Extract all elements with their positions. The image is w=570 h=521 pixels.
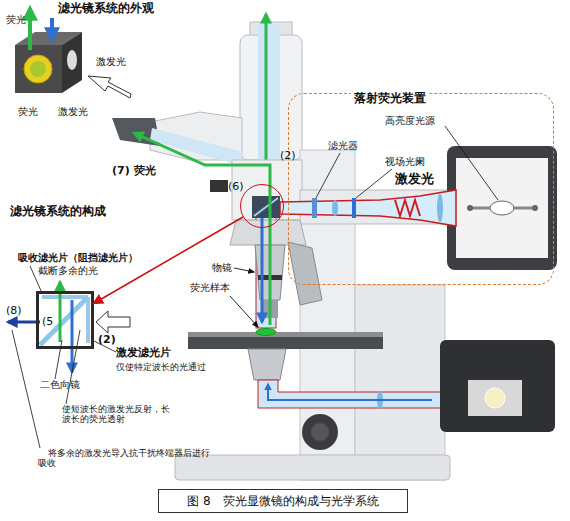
specimen: [256, 329, 276, 336]
lamp-house: [447, 146, 557, 270]
excitation-arrow: [261, 218, 264, 322]
part-label: 激发滤光片: [116, 347, 171, 360]
lamp-end: [467, 205, 473, 211]
microscope-base: [175, 455, 450, 480]
excitation-wave: [395, 200, 420, 216]
part-label: 高亮度光源: [385, 115, 435, 127]
nosepiece: [230, 220, 306, 245]
knob: [210, 180, 228, 192]
objective: [288, 242, 322, 305]
callout-number: (2): [280, 150, 296, 163]
cube-port: [67, 50, 77, 70]
fluorescence-arrow: [28, 8, 32, 50]
focus-knob: [302, 414, 338, 450]
part-note: 将多余的激发光导入抗干扰终端器后进行吸收: [38, 448, 210, 469]
part-note: 使短波长的激发光反射，长波长的荧光透射: [62, 404, 174, 425]
leader-line: [66, 330, 80, 404]
excitation-arrow: [50, 18, 54, 40]
light-path: [258, 24, 280, 174]
leader-arrow: [230, 296, 258, 327]
light-label: 荧光: [6, 14, 26, 26]
halogen-lamp: [485, 388, 505, 408]
leader-line: [55, 340, 62, 379]
filter-cube-box: (5: [36, 291, 94, 349]
condenser: [248, 349, 286, 380]
fluorescence-arrow: [134, 133, 270, 325]
transmitted-light-arrow: [268, 384, 432, 400]
dichroic-mirror: [254, 198, 278, 216]
part-label: 吸收滤光片（阻挡滤光片）: [18, 252, 138, 264]
filter: [312, 198, 317, 218]
lamp-window: [456, 158, 548, 258]
lens: [332, 200, 338, 216]
excitation-filter: [86, 297, 90, 343]
lamp-house: [440, 340, 555, 432]
lens: [437, 194, 443, 222]
part-label: 荧光样本: [190, 282, 230, 294]
cube-filter: [30, 61, 46, 77]
light-label: 激发光: [96, 56, 126, 68]
highlight-circle: (6): [240, 184, 284, 228]
leader-line: [316, 153, 340, 198]
excitation-path: [280, 190, 456, 226]
lamp-window: [468, 380, 522, 416]
lamp-end: [532, 205, 538, 211]
transmitted-light-path: [258, 380, 442, 408]
light-label: 荧光: [18, 106, 38, 118]
microscope-body: [355, 285, 445, 480]
excitation-hollow-arrow: [96, 311, 130, 333]
section-title: 滤光镜系统的构成: [10, 205, 106, 219]
part-note: 仅使特定波长的光通过: [116, 362, 206, 372]
stage: [188, 337, 383, 349]
lamp-bulb: [490, 201, 514, 215]
cube-front: [15, 45, 62, 93]
callout-number: (2): [98, 334, 116, 347]
figure-caption: 图 8 荧光显微镜的构成与光学系统: [158, 489, 408, 513]
part-label: 二色向镜: [40, 379, 80, 391]
part-label: 滤光器: [328, 140, 358, 152]
leader-line: [356, 169, 392, 198]
light-label: 激发光: [58, 106, 88, 118]
excitation-arrow: [71, 300, 74, 372]
node-heading: (5: [42, 316, 53, 329]
part-label: 物镜: [212, 262, 232, 274]
part-label: 视场光阑: [385, 156, 425, 168]
dichroic-mirror: [40, 297, 88, 345]
cube-side: [62, 32, 82, 93]
leader-line: [445, 126, 498, 200]
callout-number: (8): [6, 305, 22, 318]
cube-interior: [36, 291, 94, 349]
cube-window: [24, 55, 52, 83]
barrier-filter: [42, 295, 88, 299]
node-heading: (6): [228, 181, 244, 194]
section-title: 滤光镜系统的外观: [58, 2, 154, 16]
light-label: 激发光: [395, 172, 434, 187]
focus-knob-center: [311, 423, 329, 441]
fluorescence-arrow: [265, 14, 268, 165]
part-note: 截断多余的光: [38, 265, 98, 277]
filter-cube: [252, 196, 280, 218]
excitation-hollow-arrow: [88, 76, 131, 98]
callout-label: (7) 荧光: [112, 165, 156, 178]
field-stop: [352, 198, 356, 218]
node-heading: 落射荧光装置: [351, 92, 429, 106]
leader-arrow: [234, 268, 254, 272]
